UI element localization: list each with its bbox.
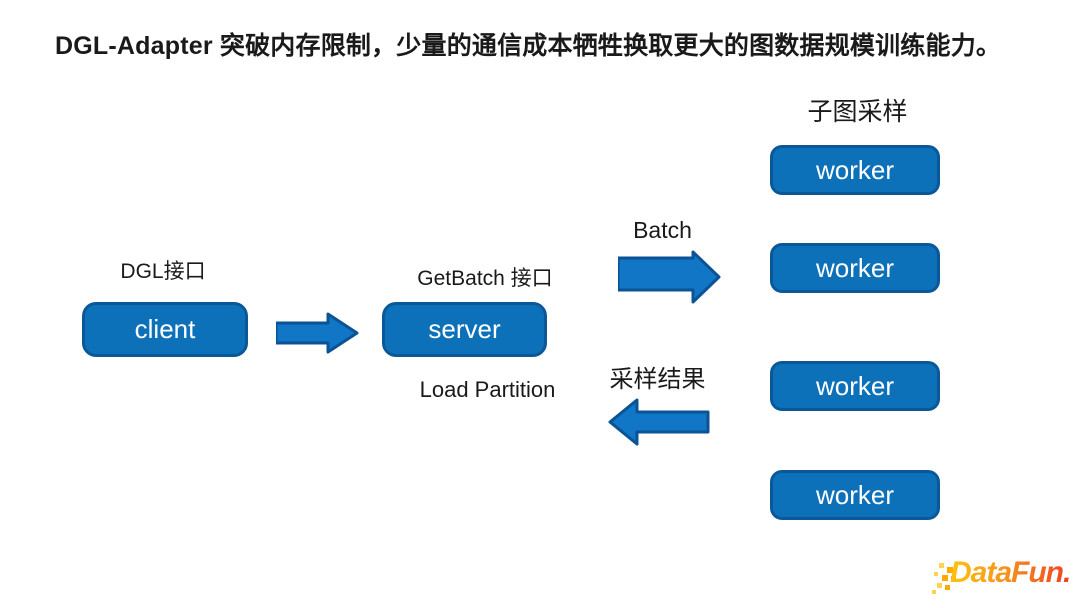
server-node-label: server (428, 314, 501, 344)
worker-node-label: worker (815, 252, 894, 283)
worker-node-1: worker (770, 145, 940, 195)
worker-node-label: worker (815, 154, 894, 185)
label-batch: Batch (633, 217, 692, 243)
logo-pixel-icon (945, 585, 950, 590)
logo-pixel-icon (942, 575, 948, 581)
label-dgl-api: DGL接口 (120, 260, 206, 283)
logo-pixel-icon (934, 572, 938, 576)
slide-title: DGL-Adapter 突破内存限制，少量的通信成本牺牲换取更大的图数据规模训练… (55, 32, 1002, 60)
label-subgraph-sampling: 子图采样 (807, 99, 908, 126)
worker-node-2: worker (770, 243, 940, 293)
worker-node-4: worker (770, 470, 940, 520)
client-node-label: client (134, 314, 196, 344)
arrow-sampling-result-left-icon (608, 398, 710, 446)
label-sampling-result: 采样结果 (609, 367, 706, 393)
worker-node-3: worker (770, 361, 940, 411)
worker-node-label: worker (815, 479, 894, 510)
client-node: client (82, 302, 248, 357)
label-getbatch-api: GetBatch 接口 (417, 267, 553, 290)
arrow-batch-right-icon (618, 250, 721, 304)
datafun-logo: DataFun. (928, 554, 1073, 600)
arrow-client-to-server-icon (276, 312, 359, 354)
logo-pixel-icon (932, 590, 936, 594)
logo-pixel-icon (947, 567, 953, 573)
server-node: server (382, 302, 547, 357)
worker-node-label: worker (815, 370, 894, 401)
label-load-partition: Load Partition (419, 377, 556, 402)
logo-pixel-icon (939, 563, 944, 568)
logo-pixel-icon (951, 576, 956, 581)
logo-text: DataFun. (950, 556, 1071, 589)
logo-pixel-icon (937, 583, 942, 588)
